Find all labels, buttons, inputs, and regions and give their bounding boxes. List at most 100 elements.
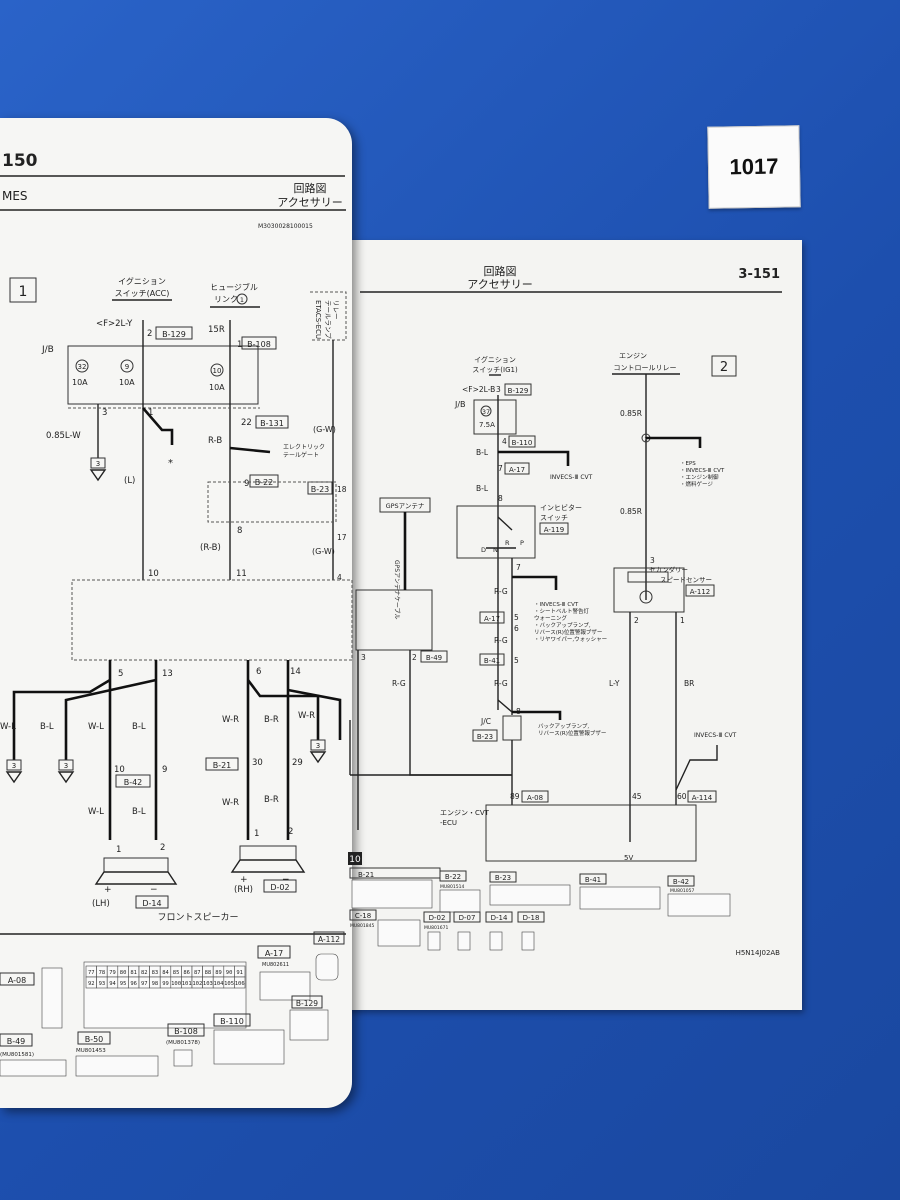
a08-pin-label: 103 bbox=[203, 981, 213, 987]
pin-45: 45 bbox=[632, 792, 642, 801]
pin-9-l: 9 bbox=[244, 479, 249, 489]
left-page-content: 150 MES 回路図 アクセサリー M3030028100015 1 イグニシ… bbox=[0, 151, 353, 1077]
left-title: 回路図 bbox=[294, 182, 327, 195]
wire-rg-2: R-G bbox=[494, 636, 508, 645]
pin-14-l: 14 bbox=[290, 667, 301, 677]
ct-b50-code: MU801453 bbox=[76, 1048, 106, 1054]
ig1-label-a: イグニション bbox=[474, 355, 516, 364]
pos-p: P bbox=[520, 539, 524, 547]
fuse-32-circle bbox=[75, 359, 89, 373]
wire-bl-1: B-L bbox=[40, 722, 54, 732]
pin-rh-1: 1 bbox=[254, 829, 259, 839]
a08-pin-label: 93 bbox=[99, 981, 106, 987]
pin-17: 17 bbox=[337, 533, 347, 542]
sec-speed-b: スピードセンサー bbox=[660, 576, 712, 584]
inhibitor-branch-list: ・INVECS-Ⅲ CVT ・シートベルト警告灯 ウォーニング ・バックアップラ… bbox=[534, 602, 607, 643]
conn-b42-tag bbox=[667, 875, 695, 887]
conn-b22-tag bbox=[439, 870, 467, 882]
wire-bl-3: B-L bbox=[132, 807, 146, 817]
ground-2: 3 bbox=[12, 762, 16, 770]
engine-ecu-box bbox=[485, 804, 697, 862]
inhibitor-switch bbox=[497, 516, 513, 531]
left-header-mes: MES bbox=[2, 189, 28, 203]
speaker-rh-plus: + bbox=[240, 875, 248, 885]
page-tab-label: 10 bbox=[349, 855, 361, 865]
fl-label-b: リンク bbox=[214, 295, 238, 304]
fuse-9-amp: 10A bbox=[119, 378, 135, 387]
branch-tail-gate bbox=[229, 446, 271, 454]
ground-1-arrow bbox=[89, 469, 107, 482]
wr-branch bbox=[246, 679, 320, 740]
conn-b129-r bbox=[504, 383, 532, 396]
wire-wr-3: W-R bbox=[222, 798, 239, 808]
ct-b50: B-50 bbox=[85, 1035, 104, 1044]
wire-wr-1: W-R bbox=[222, 715, 239, 725]
section-box-2 bbox=[711, 355, 737, 377]
wire-15r: 15R bbox=[208, 325, 225, 335]
ct-b22-code: MU801514 bbox=[440, 884, 464, 890]
conn-d02-l bbox=[263, 879, 297, 893]
ct-b108-shape bbox=[173, 1049, 193, 1067]
right-page-number: 3-151 bbox=[738, 267, 780, 282]
ground-1-box bbox=[90, 457, 106, 469]
branch-star bbox=[142, 407, 174, 445]
speaker-lh-minus: − bbox=[150, 885, 158, 895]
pin-2-l: 2 bbox=[147, 329, 152, 339]
ct-b42-shape bbox=[667, 893, 731, 917]
a08-pin-label: 87 bbox=[194, 970, 201, 976]
speaker-lh: + − bbox=[94, 857, 178, 895]
conn-d18-tag bbox=[517, 911, 545, 923]
ct-b23-shape bbox=[489, 884, 571, 906]
a08-pin-label: 100 bbox=[171, 981, 181, 987]
inh-list-3: ・バックアップランプ, bbox=[534, 622, 591, 629]
fuse-9-no: 9 bbox=[125, 363, 129, 371]
pos-r: R bbox=[505, 539, 510, 547]
wire-gw: (G-W) bbox=[313, 425, 336, 434]
left-page-number: 150 bbox=[2, 151, 38, 171]
pin-10b-l: 10 bbox=[114, 765, 125, 775]
ct-a17-code: MU802611 bbox=[262, 962, 289, 968]
branch-relay bbox=[646, 436, 702, 448]
pin-5-l: 5 bbox=[118, 669, 123, 679]
a08-pin-label: 82 bbox=[141, 970, 148, 976]
relay-list-0: ・EPS bbox=[680, 461, 696, 467]
speed-sensor-transistor bbox=[639, 590, 653, 604]
fl-number: 1 bbox=[240, 296, 244, 304]
invecs-link bbox=[675, 745, 718, 791]
conn-b131 bbox=[255, 415, 289, 429]
a08-pin-label: 80 bbox=[120, 970, 127, 976]
fuse-10-no: 10 bbox=[213, 367, 222, 375]
gps-antenna-label: GPSアンテナ bbox=[386, 502, 425, 510]
fuse-32-amp: 10A bbox=[72, 378, 88, 387]
conn-b108-tag bbox=[167, 1023, 205, 1037]
a08-pin-label: 85 bbox=[173, 970, 180, 976]
ct-b129-shape bbox=[289, 1009, 329, 1041]
ct-b41-shape bbox=[579, 886, 661, 910]
fl-label-a: ヒュージブル bbox=[210, 282, 258, 292]
a08-pin-label: 101 bbox=[182, 981, 192, 987]
wire-rb-paren: (R-B) bbox=[200, 543, 221, 553]
invecs-label-2: INVECS-Ⅲ CVT bbox=[694, 732, 737, 739]
wire-br-3: B-R bbox=[264, 795, 279, 805]
wire-rg-1: R-G bbox=[494, 587, 508, 596]
inhibitor-label-b: スイッチ bbox=[540, 514, 568, 522]
inhibitor-label-a: インヒビター bbox=[540, 503, 582, 512]
a08-pin-label: 78 bbox=[99, 970, 106, 976]
conn-d14-tag bbox=[485, 911, 513, 923]
ct-b21: B-21 bbox=[358, 871, 374, 879]
inh-list-2: ウォーニング bbox=[534, 614, 568, 622]
ct-b23: B-23 bbox=[495, 874, 511, 882]
conn-b110-tag bbox=[213, 1013, 251, 1027]
ct-b129: B-129 bbox=[296, 999, 318, 1008]
conn-a17b-label: A-17 bbox=[484, 615, 500, 623]
etg-label-b: テールゲート bbox=[283, 451, 319, 459]
ct-c18: C-18 bbox=[355, 912, 371, 920]
bl-branch bbox=[64, 678, 157, 760]
branch-invecs bbox=[498, 450, 570, 466]
conn-b108-l bbox=[241, 336, 277, 350]
footer-code: H5N14J02AB bbox=[736, 949, 781, 957]
ct-b49-shape bbox=[0, 1059, 67, 1077]
pin-11-l: 11 bbox=[236, 569, 247, 579]
conn-a112-r-label: A-112 bbox=[690, 588, 711, 596]
